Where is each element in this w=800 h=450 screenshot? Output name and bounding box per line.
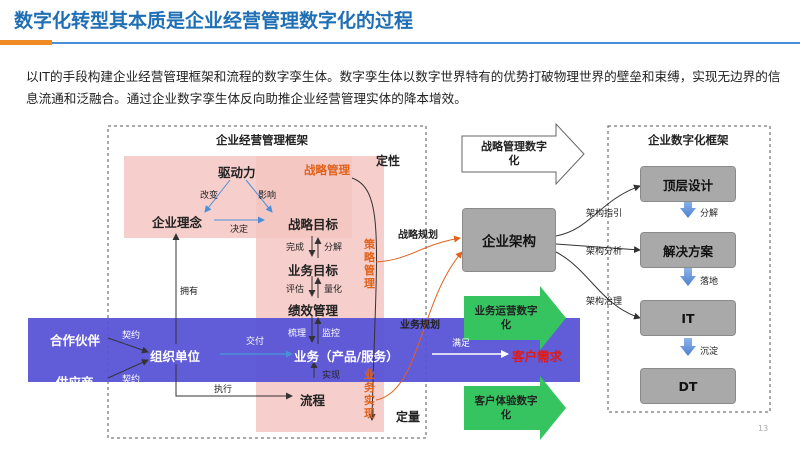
quantitative-label: 定量 xyxy=(396,410,421,424)
strategy-digitalization-arrow xyxy=(461,122,585,186)
edge-label-arch-guidance: 架构指引 xyxy=(586,209,623,219)
node-customer-demand: 客户需求 xyxy=(512,349,563,364)
edge-label-arch-governance: 架构治理 xyxy=(586,297,623,307)
node-performance-management: 绩效管理 xyxy=(288,303,339,318)
node-dt: DT xyxy=(640,368,736,404)
node-strategic-management: 战略管理 xyxy=(304,163,350,177)
edge-label-change: 改变 xyxy=(200,191,219,201)
business-planning-label: 业务规划 xyxy=(400,320,440,331)
title-divider xyxy=(0,42,800,44)
edge-label-decompose: 分解 xyxy=(324,243,343,253)
edge-label-contract-2: 契约 xyxy=(122,375,141,385)
node-process: 流程 xyxy=(300,393,326,408)
node-enterprise-concept: 企业理念 xyxy=(152,215,203,230)
edge-label-arch-analysis: 架构分析 xyxy=(586,247,623,257)
customer-exp-digitalization-label: 客户体验数字化 xyxy=(474,395,538,421)
page-number: 13 xyxy=(758,424,769,433)
edge-label-execute: 执行 xyxy=(214,385,233,395)
node-driving-force: 驱动力 xyxy=(218,165,256,180)
business-planning-curve xyxy=(375,251,463,401)
business-ops-digitalization-label: 业务运营数字化 xyxy=(474,305,538,331)
enterprise-architecture-node: 企业架构 xyxy=(462,208,556,272)
edge-label-influence: 影响 xyxy=(258,191,277,201)
edge-label-quantify: 量化 xyxy=(324,285,343,295)
strategic-planning-curve xyxy=(375,235,461,263)
edge-label-realize: 实现 xyxy=(322,371,341,381)
node-suppliers: 供应商 xyxy=(56,375,94,390)
node-business-goal: 业务目标 xyxy=(288,263,339,278)
node-strategic-goal: 战略目标 xyxy=(288,217,339,232)
right-framework-title: 企业数字化框架 xyxy=(648,133,729,147)
page-title: 数字化转型其本质是企业经营管理数字化的过程 xyxy=(14,10,414,32)
edge-label-sort-out: 梳理 xyxy=(288,329,307,339)
left-framework-title: 企业经营管理框架 xyxy=(216,133,308,147)
node-solution: 解决方案 xyxy=(640,232,736,268)
strategy-digitalization-label: 战略管理数字化 xyxy=(481,140,547,167)
edge-label-right-decompose: 分解 xyxy=(700,209,719,219)
left-framework-frame xyxy=(107,125,427,439)
node-it: IT xyxy=(640,300,736,336)
vertical-label-business-realization: 业务实现 xyxy=(364,368,375,420)
edge-label-deliver: 交付 xyxy=(246,337,265,347)
vertical-label-strategy-management: 策略管理 xyxy=(364,238,375,290)
edge-label-evaluate: 评估 xyxy=(286,285,305,295)
edge-label-complete: 完成 xyxy=(286,243,305,253)
edge-label-settle: 沉淀 xyxy=(700,347,719,357)
node-top-level-design: 顶层设计 xyxy=(640,166,736,202)
title-accent-bar xyxy=(0,40,52,45)
qualitative-label: 定性 xyxy=(376,154,401,168)
edge-label-contract-1: 契约 xyxy=(122,331,141,341)
edge-label-own: 拥有 xyxy=(180,287,199,297)
strategy-column-region xyxy=(256,156,384,432)
customer-exp-green-arrow xyxy=(464,376,566,440)
edge-label-determine: 决定 xyxy=(230,225,249,235)
edge-label-monitor: 监控 xyxy=(322,329,341,339)
edge-label-land: 落地 xyxy=(700,277,719,287)
node-business: 业务（产品/服务） xyxy=(294,349,399,364)
edge-label-satisfy: 满足 xyxy=(452,339,471,349)
strategic-planning-label: 战略规划 xyxy=(398,230,438,241)
right-framework-frame xyxy=(607,125,771,413)
intro-paragraph: 以IT的手段构建企业经营管理框架和流程的数字孪生体。数字孪生体以数字世界特有的优… xyxy=(26,69,781,106)
business-ops-green-arrow xyxy=(464,286,566,350)
node-partners: 合作伙伴 xyxy=(50,333,101,348)
node-org-unit: 组织单位 xyxy=(150,349,201,364)
